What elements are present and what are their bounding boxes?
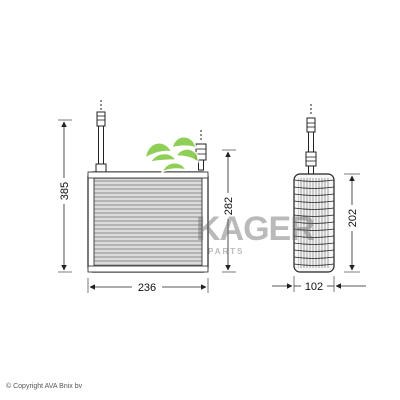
front-width-label: 236 (138, 282, 156, 294)
side-fin-rib (293, 207, 335, 210)
side-fin-rib (293, 200, 335, 203)
kager-leaf-logo (144, 136, 199, 174)
side-pipe-fitting (305, 104, 317, 175)
side-fin-rib (293, 214, 335, 217)
copyright-notice: © Copyright AVA Bnix bv (6, 383, 83, 390)
side-fin-rib (293, 263, 335, 266)
side-fin-rib (293, 186, 335, 189)
front-view: 385 282 236 (57, 100, 236, 294)
dimension-side-height: 202 (344, 173, 360, 273)
kager-watermark: KAGER PARTS (144, 136, 315, 256)
dimension-front-height: 385 (57, 119, 72, 273)
side-fin-rib (293, 179, 335, 182)
kager-tagline: PARTS (208, 247, 245, 256)
side-fin-rib (293, 221, 335, 224)
core-height-label: 282 (223, 197, 235, 215)
evaporator-core-front (87, 171, 209, 273)
side-fin-rib (293, 256, 335, 259)
side-fin-rib (293, 193, 335, 196)
side-view: 202 102 (272, 104, 366, 293)
right-pipe-fitting (195, 130, 207, 171)
side-fin-rib (293, 249, 335, 252)
side-fin-rib (293, 242, 335, 245)
front-height-label: 385 (59, 182, 71, 200)
side-fin-rib (293, 228, 335, 231)
side-fin-rib (293, 235, 335, 238)
dimension-core-height: 282 (221, 149, 236, 273)
kager-wordmark: KAGER (196, 210, 314, 248)
left-pipe-fitting (95, 100, 107, 173)
dimension-side-depth: 102 (272, 276, 366, 293)
side-depth-label: 102 (305, 281, 323, 293)
dimension-front-width: 236 (87, 278, 209, 294)
evaporator-core-side (293, 173, 335, 273)
side-height-label: 202 (347, 209, 359, 227)
